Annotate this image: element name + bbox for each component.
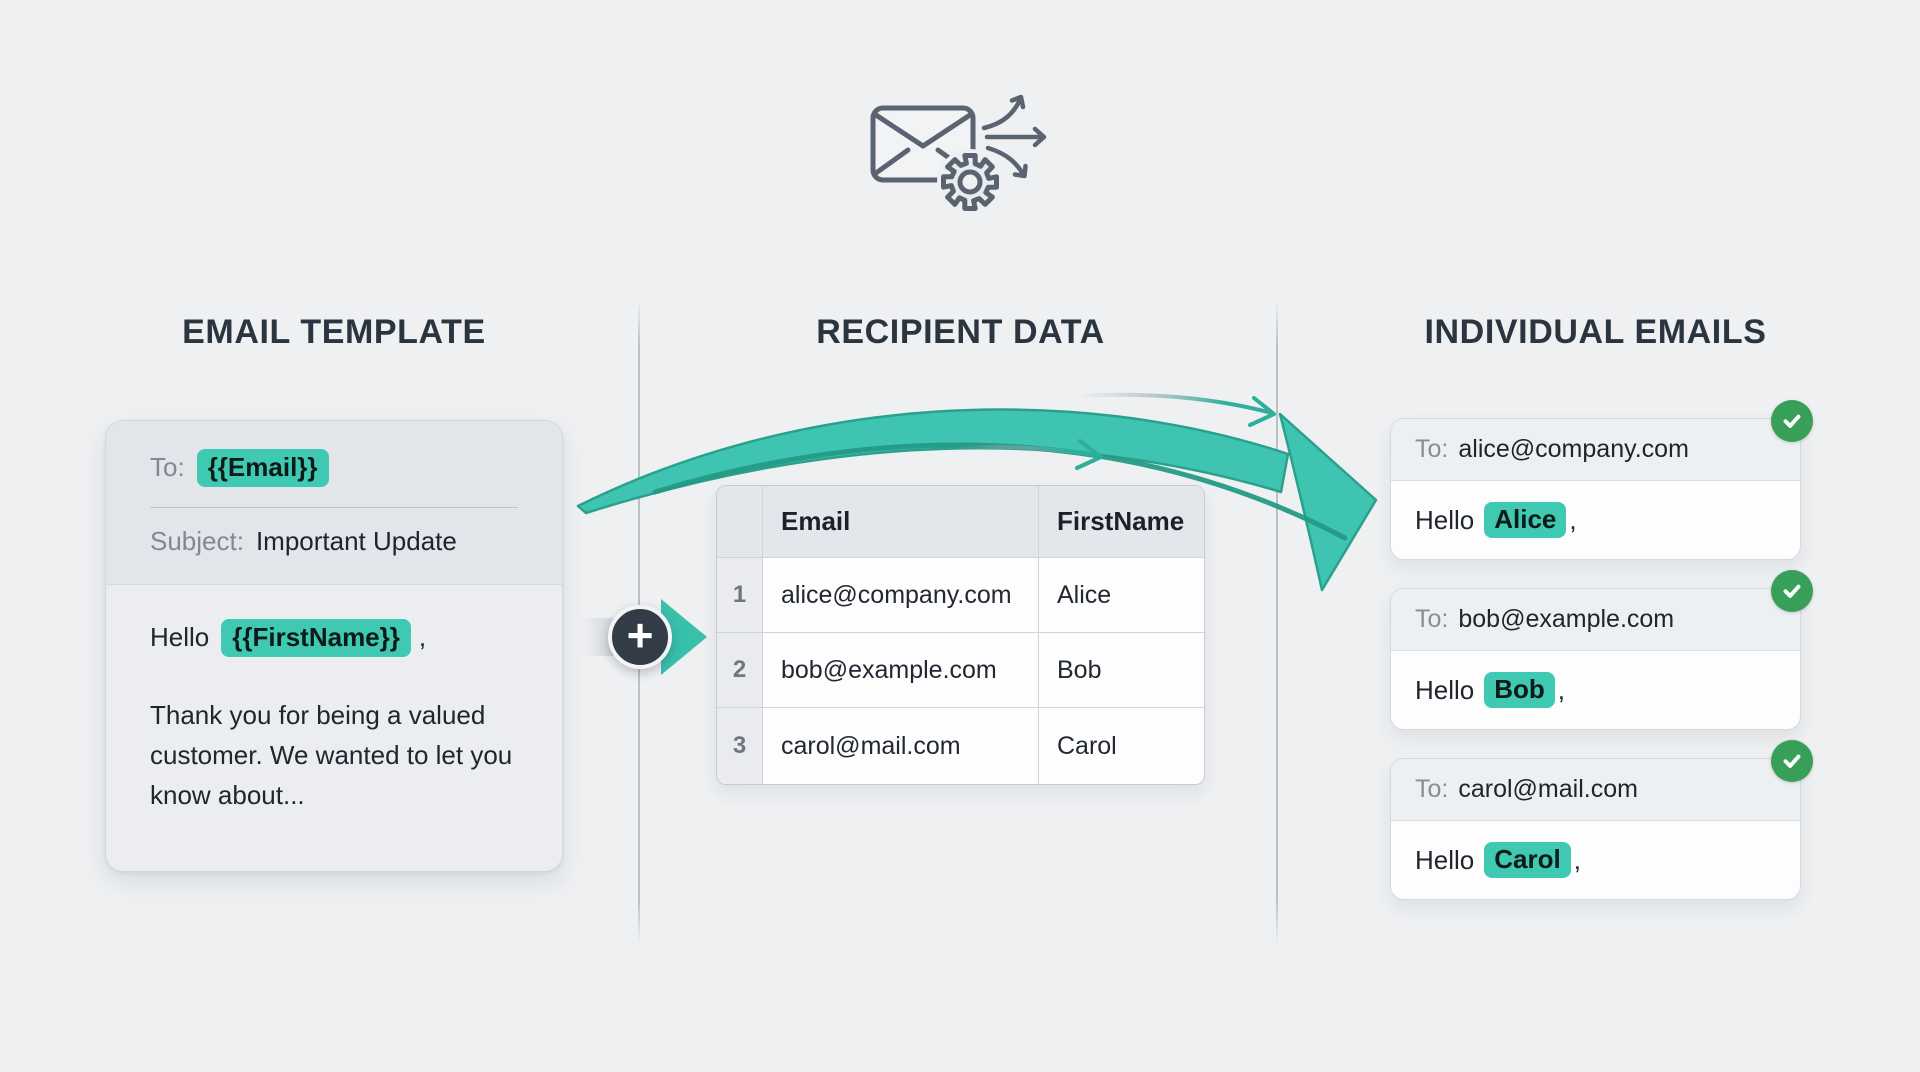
to-address: carol@mail.com — [1458, 775, 1638, 803]
mail-merge-icon — [870, 94, 1047, 215]
template-subject-row: Subject: Important Update — [150, 526, 518, 557]
template-to-row: To: {{Email}} — [150, 449, 518, 487]
recipient-data-heading: RECIPIENT DATA — [816, 312, 1105, 351]
merged-name-chip: Bob — [1484, 672, 1555, 708]
row-number: 1 — [717, 558, 763, 633]
greeting-comma: , — [1557, 674, 1566, 705]
email-card-header: To: alice@company.com — [1391, 419, 1800, 481]
to-label: To: — [1415, 435, 1449, 463]
email-card-header: To: carol@mail.com — [1391, 759, 1800, 821]
speed-arrow-upper — [1078, 392, 1274, 415]
to-label: To: — [150, 452, 185, 483]
to-address: alice@company.com — [1458, 435, 1689, 463]
email-card-body: Hello Alice , — [1391, 481, 1800, 559]
table-cell-firstname: Bob — [1039, 633, 1204, 708]
template-greeting: Hello {{FirstName}} , — [150, 619, 518, 657]
table-cell-email: alice@company.com — [763, 558, 1039, 633]
individual-email-card: To: bob@example.com Hello Bob , — [1390, 570, 1813, 730]
speed-arrow-upper-head — [1248, 396, 1276, 427]
table-cell-firstname: Alice — [1039, 558, 1204, 633]
greeting-prefix: Hello — [150, 622, 210, 653]
email-template-card: To: {{Email}} Subject: Important Update … — [105, 420, 563, 872]
template-card-body: Hello {{FirstName}} , Thank you for bein… — [106, 585, 562, 815]
row-number: 2 — [717, 633, 763, 708]
speed-arrow-lower — [956, 445, 1100, 458]
email-card-body: Hello Bob , — [1391, 651, 1800, 729]
arrow-head — [1278, 412, 1378, 592]
plus-glyph: + — [626, 609, 654, 661]
email-token-chip: {{Email}} — [196, 449, 329, 487]
checkmark-icon — [1771, 400, 1813, 442]
gear-icon — [941, 153, 999, 211]
header-divider — [150, 506, 518, 508]
column-header-firstname: FirstName — [1039, 486, 1204, 558]
template-section-heading: EMAIL TEMPLATE — [182, 312, 486, 351]
plus-icon: + — [608, 605, 672, 669]
greeting-prefix: Hello — [1415, 674, 1475, 705]
individual-email-card: To: alice@company.com Hello Alice , — [1390, 400, 1813, 560]
greeting-prefix: Hello — [1415, 844, 1475, 875]
table-cell-email: bob@example.com — [763, 633, 1039, 708]
email-card-header: To: bob@example.com — [1391, 589, 1800, 651]
individual-email-card: To: carol@mail.com Hello Carol , — [1390, 740, 1813, 900]
email-card-body: Hello Carol , — [1391, 821, 1800, 899]
to-label: To: — [1415, 775, 1449, 803]
subject-label: Subject: — [150, 525, 244, 556]
greeting-comma: , — [1569, 504, 1577, 535]
template-card-header: To: {{Email}} Subject: Important Update — [106, 421, 562, 585]
template-body-text: Thank you for being a valued customer. W… — [150, 699, 513, 810]
speed-arrow-lower-head — [1075, 439, 1103, 470]
table-corner-cell — [717, 486, 763, 558]
greeting-prefix: Hello — [1415, 504, 1475, 535]
to-label: To: — [1415, 605, 1449, 633]
checkmark-icon — [1771, 740, 1813, 782]
column-divider-right — [1276, 300, 1278, 944]
individual-emails-heading: INDIVIDUAL EMAILS — [1424, 312, 1767, 351]
checkmark-icon — [1771, 570, 1813, 612]
recipient-data-table: Email FirstName 1 alice@company.com Alic… — [716, 485, 1205, 785]
row-number: 3 — [717, 708, 763, 784]
table-cell-firstname: Carol — [1039, 708, 1204, 784]
greeting-comma: , — [1573, 844, 1581, 875]
merge-flow-arrow — [576, 392, 1378, 592]
subject-value: Important Update — [255, 525, 457, 556]
arrow-band — [576, 408, 1290, 515]
table-cell-email: carol@mail.com — [763, 708, 1039, 784]
to-address: bob@example.com — [1458, 605, 1675, 633]
column-header-email: Email — [763, 486, 1039, 558]
merged-name-chip: Alice — [1484, 502, 1567, 538]
fan-out-arrows-icon — [981, 94, 1047, 179]
merged-name-chip: Carol — [1484, 842, 1571, 878]
firstname-token-chip: {{FirstName}} — [221, 619, 411, 657]
greeting-comma: , — [418, 622, 427, 653]
